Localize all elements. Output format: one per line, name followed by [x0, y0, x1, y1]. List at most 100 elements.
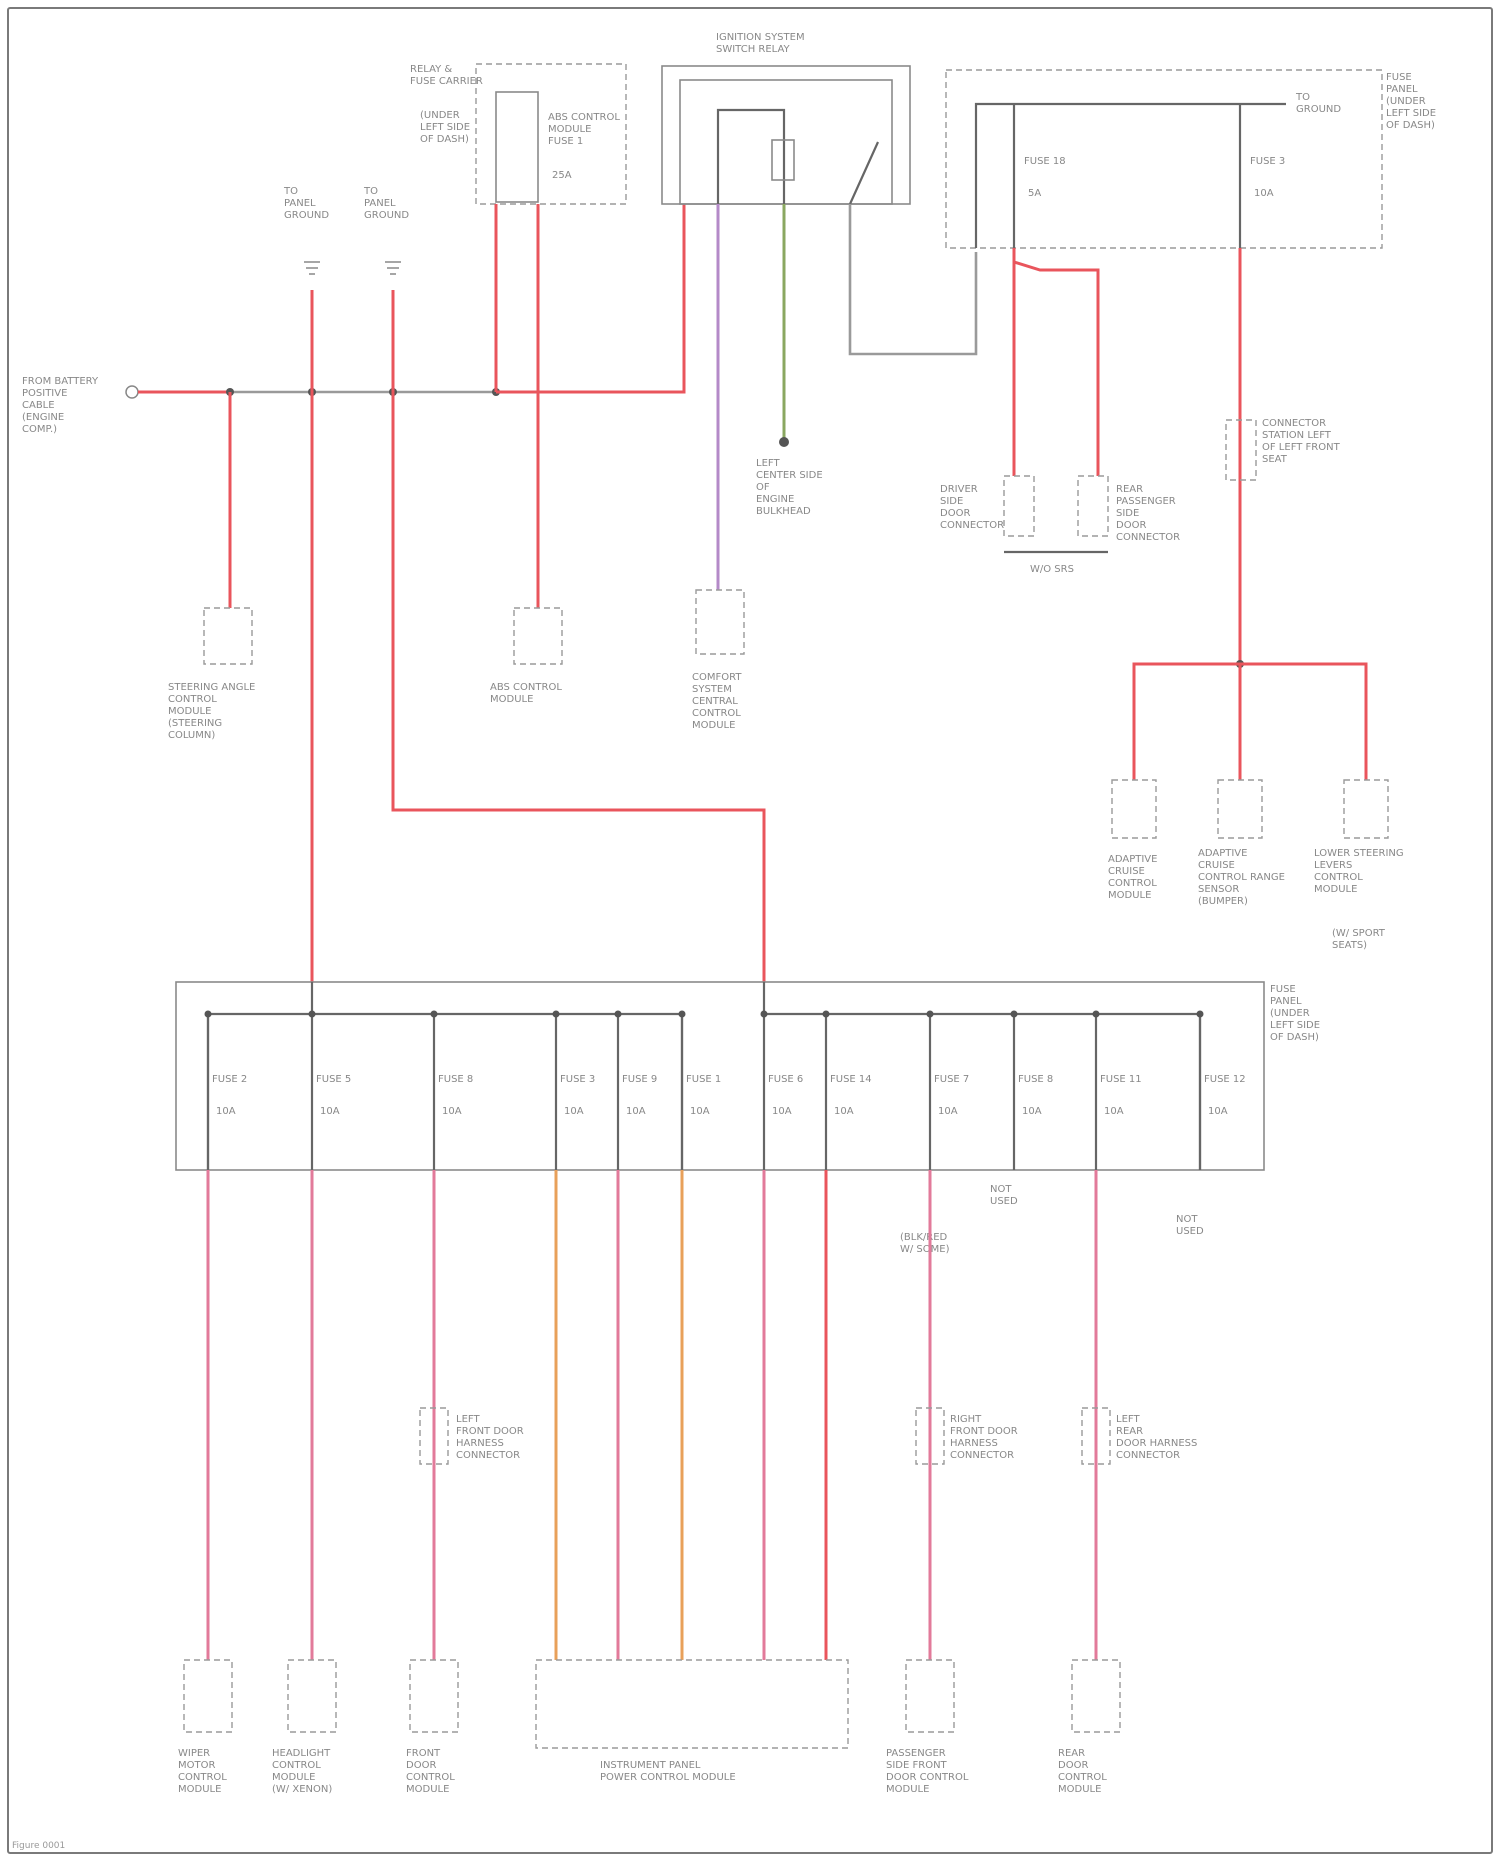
fuse-panel-top	[946, 70, 1382, 248]
left-door-connector-text-line: HARNESS	[456, 1438, 504, 1449]
lower-module-c1-text: WIPER	[178, 1748, 210, 1759]
comfort-module-box	[696, 590, 744, 654]
lower-module-c3-text: FRONT	[406, 1748, 441, 1759]
lower-module-c5-box	[906, 1660, 954, 1732]
fuse-panel-ground-text-line: GROUND	[1296, 104, 1341, 115]
right-module-c-note: (W/ SPORT SEATS)	[1332, 928, 1388, 951]
lower-module-c5-text-line: DOOR CONTROL	[886, 1772, 969, 1783]
fuse-column-node	[431, 1011, 438, 1018]
pass-door-connector-text: REAR	[1116, 484, 1143, 495]
page-frame	[8, 8, 1492, 1853]
ignition-switch-inner	[680, 80, 892, 204]
door-pair-caption: W/O SRS	[1030, 564, 1074, 575]
lower-module-c2-text-line: MODULE	[272, 1772, 315, 1783]
fuse-column-node	[1197, 1011, 1204, 1018]
lower-module-c3-text-line: MODULE	[406, 1784, 449, 1795]
rear-door-connector-text-line: DOOR HARNESS	[1116, 1438, 1197, 1449]
lower-module-c6-box	[1072, 1660, 1120, 1732]
lower-fuse-columns: FUSE 210AFUSE 510AFUSE 810AFUSE 310AFUSE…	[205, 1011, 1246, 1171]
comfort-module-text: COMFORT	[692, 672, 742, 683]
fuse-panel-ground-text: TO	[1295, 92, 1310, 103]
relay-carrier-relay-text: ABS CONTROL	[548, 112, 620, 123]
panel-ground-a-text-line: PANEL	[284, 198, 316, 209]
comfort-module-text-line: CONTROL	[692, 708, 741, 719]
right-module-b-text-line: SENSOR	[1198, 884, 1239, 895]
abs-module-text-line: MODULE	[490, 694, 533, 705]
right-door-connector-text-line: HARNESS	[950, 1438, 998, 1449]
center-splice-text-line: OF	[756, 482, 770, 493]
connector-station-text-line: SEAT	[1262, 454, 1288, 465]
lower-module-c1-box	[184, 1660, 232, 1732]
lower-module-c6-text-line: DOOR	[1058, 1760, 1088, 1771]
lower-module-c2-box	[288, 1660, 336, 1732]
center-splice-text-line: ENGINE	[756, 494, 794, 505]
fuse-column-node	[679, 1011, 686, 1018]
abs-module-label: ABS CONTROL MODULE	[490, 682, 565, 705]
not-used-a-text-line: USED	[990, 1196, 1018, 1207]
wire-grey-fuse-panel	[850, 204, 976, 354]
panel-ground-a-text-line: GROUND	[284, 210, 329, 221]
lower-module-c4-label: INSTRUMENT PANEL POWER CONTROL MODULE	[600, 1760, 736, 1783]
not-used-b: NOT USED	[1176, 1214, 1204, 1237]
fuse-top-f1-label: FUSE 18	[1024, 156, 1066, 167]
right-module-c-note-text-line: SEATS)	[1332, 940, 1367, 951]
right-module-c-note-text: (W/ SPORT	[1332, 928, 1386, 939]
lower-module-c6-text-line: CONTROL	[1058, 1772, 1107, 1783]
right-module-c-box	[1344, 780, 1388, 838]
relay-carrier-relay-text-line: FUSE 1	[548, 136, 583, 147]
abs-module-text: ABS CONTROL	[490, 682, 562, 693]
not-used-b-text: NOT	[1176, 1214, 1198, 1225]
right-module-a-text: ADAPTIVE	[1108, 854, 1157, 865]
lower-fuse-panel-title: FUSE PANEL(UNDERLEFT SIDEOF DASH)	[1270, 984, 1320, 1043]
relay-carrier-title: RELAY & FUSE CARRIER	[410, 64, 483, 87]
fuse-amp: 10A	[216, 1106, 236, 1117]
lower-module-c6-text-line: MODULE	[1058, 1784, 1101, 1795]
fuse-name: FUSE 3	[560, 1074, 595, 1085]
lower-module-c2-text-line: CONTROL	[272, 1760, 321, 1771]
rear-door-connector-text-line: CONNECTOR	[1116, 1450, 1180, 1461]
right-module-a-box	[1112, 780, 1156, 838]
wire-to-lower-panel-mid	[393, 290, 764, 982]
lower-module-c2-text: HEADLIGHT	[272, 1748, 331, 1759]
fuse-top-f2-amp: 10A	[1254, 188, 1274, 199]
lower-module-c4-text: INSTRUMENT PANEL	[600, 1760, 701, 1771]
battery-feed-connector	[126, 386, 138, 398]
ignition-switch-coil	[718, 110, 784, 204]
fuse-name: FUSE 7	[934, 1074, 969, 1085]
right-module-a-text-line: CONTROL	[1108, 878, 1157, 889]
right-module-c-text-line: CONTROL	[1314, 872, 1363, 883]
panel-ground-b-text-line: GROUND	[364, 210, 409, 221]
fuse-panel-top-title-text-line: OF DASH)	[1386, 120, 1435, 131]
lower-fuse-panel-title-text-line: PANEL	[1270, 996, 1302, 1007]
steering-module-text: STEERING ANGLE	[168, 682, 255, 693]
fuse-column-node	[309, 1011, 316, 1018]
relay-carrier-location-text: (UNDER	[420, 110, 460, 121]
fuse-name: FUSE 11	[1100, 1074, 1142, 1085]
ground-symbol-b	[385, 262, 401, 274]
fuse-amp: 10A	[690, 1106, 710, 1117]
fuse-amp: 10A	[442, 1106, 462, 1117]
right-module-b-text-line: CONTROL RANGE	[1198, 872, 1285, 883]
ground-symbol-a	[304, 262, 320, 274]
lower-module-c5-text-line: SIDE FRONT	[886, 1760, 948, 1771]
lower-side-note-text: (BLK/RED	[900, 1232, 948, 1243]
pass-door-connector-box	[1078, 476, 1108, 536]
relay-carrier-location-text-line: OF DASH)	[420, 134, 469, 145]
lower-side-note: (BLK/RED W/ SOME)	[900, 1232, 950, 1255]
driver-door-connector-label: DRIVER SIDEDOORCONNECTOR	[940, 484, 1004, 531]
footer-caption: Figure 0001	[12, 1841, 65, 1851]
right-door-connector-label: RIGHT FRONT DOORHARNESSCONNECTOR	[950, 1414, 1018, 1461]
lower-module-c3-text-line: DOOR	[406, 1760, 436, 1771]
pass-door-connector-text-line: SIDE	[1116, 508, 1139, 519]
fuse-name: FUSE 12	[1204, 1074, 1246, 1085]
lower-module-c3-text-line: CONTROL	[406, 1772, 455, 1783]
fuse-amp: 10A	[1104, 1106, 1124, 1117]
fuse-panel-top-title-text-line: (UNDER	[1386, 96, 1426, 107]
battery-feed-text-line: POSITIVE	[22, 388, 67, 399]
